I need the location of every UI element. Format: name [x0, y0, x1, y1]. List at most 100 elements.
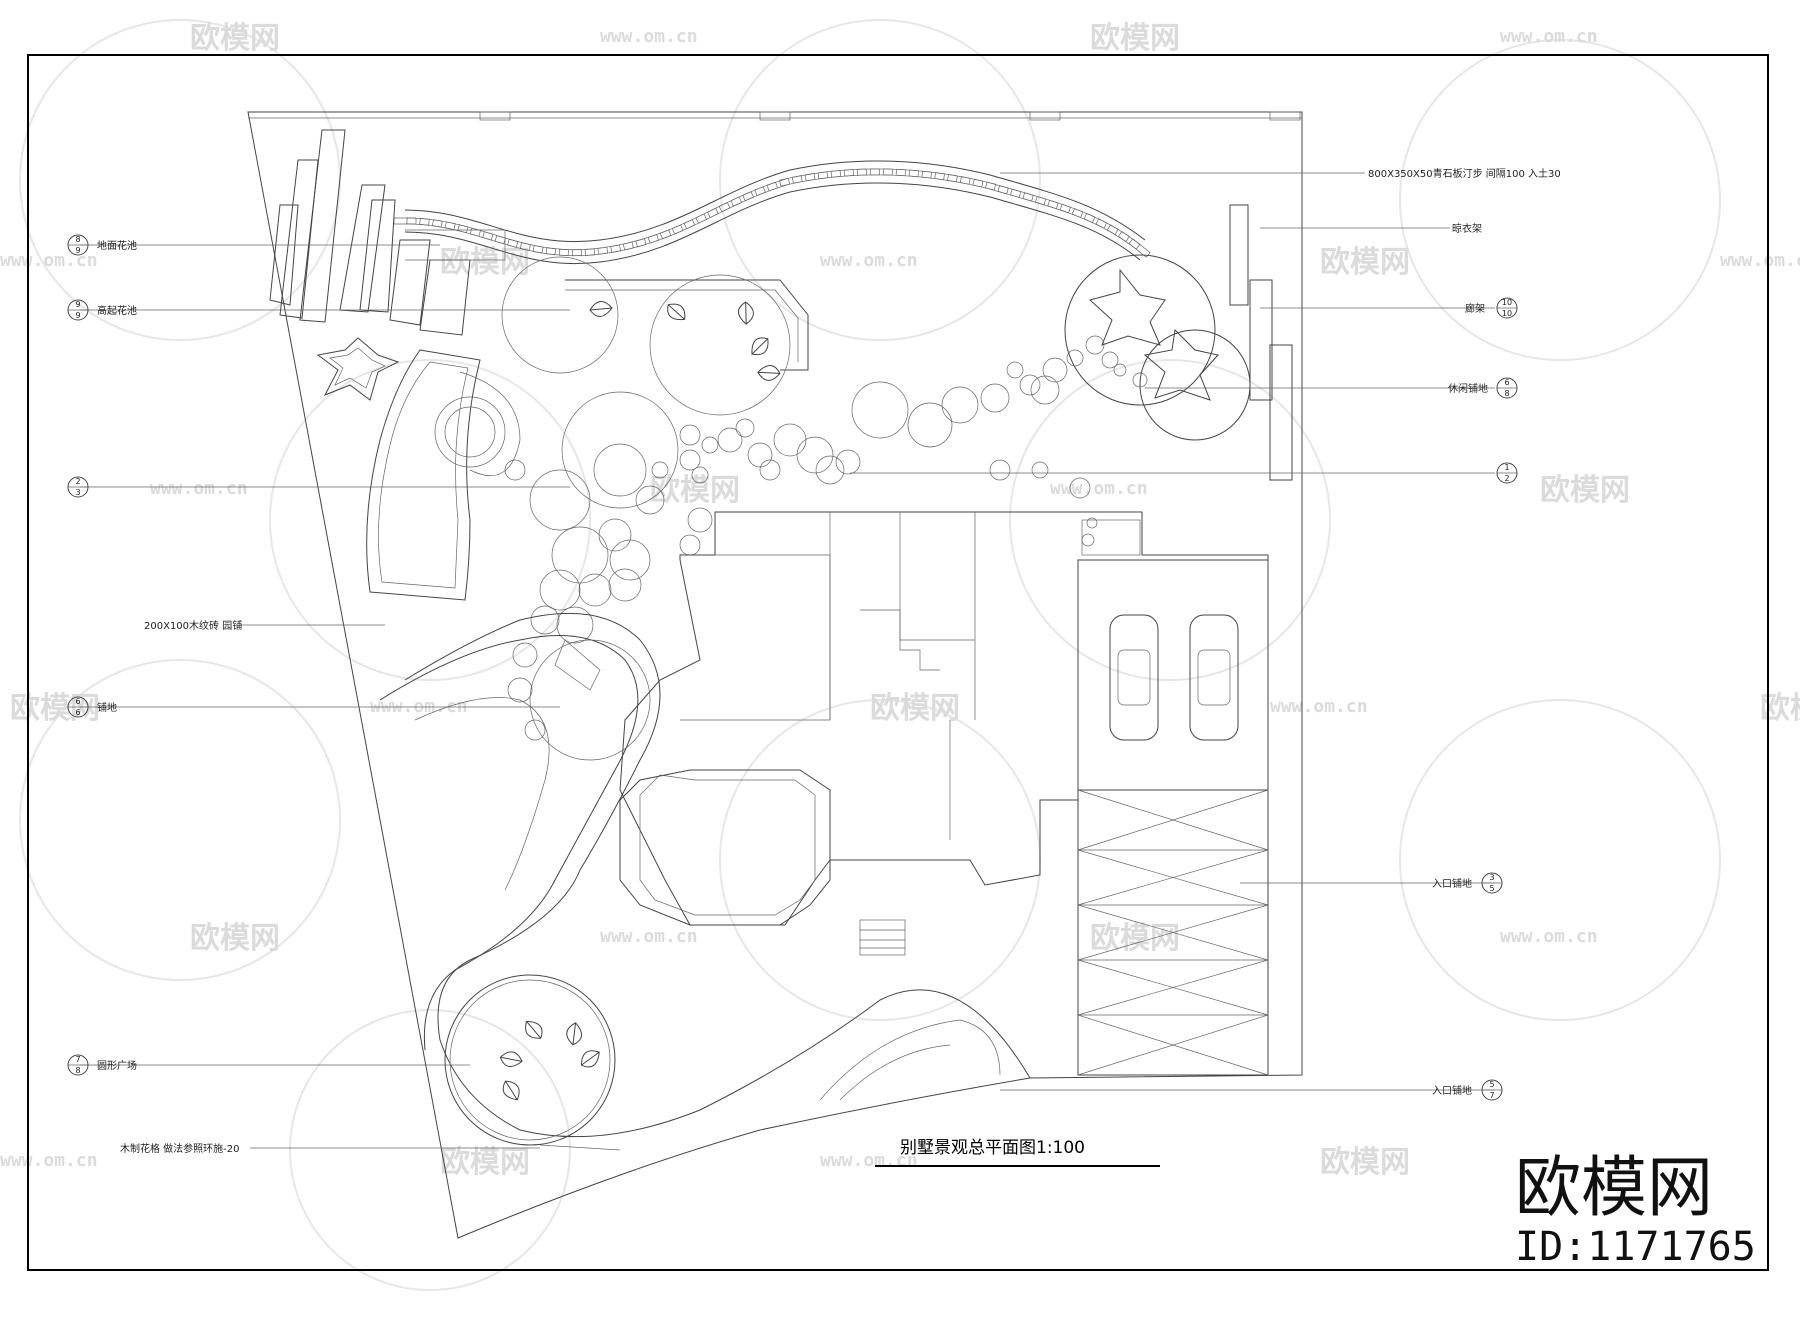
stepping-stone [494, 235, 519, 248]
stepping-stone [671, 219, 696, 235]
stepping-stone [545, 247, 569, 257]
plant-leaf-icon [525, 1020, 543, 1039]
stepping-stone [985, 181, 1009, 195]
callout-label: 地面花池 [97, 239, 137, 252]
callout-tag-bottom: 9 [75, 246, 80, 255]
stepping-circle [578, 573, 612, 607]
callout-tag-bottom: 10 [1502, 309, 1512, 318]
stepping-stone [843, 168, 867, 177]
plant-leaf-icon [751, 337, 769, 356]
watermark-url: www.om.cn [820, 250, 918, 271]
watermark-url: www.om.cn [370, 696, 468, 717]
callouts: 8 9 地面花池 9 9 高起花池 2 3 200X100木纹砖 园铺 6 6 … [67, 167, 1561, 1155]
stepping-stone [584, 246, 608, 256]
callout-label: 休闲铺地 [1448, 382, 1488, 395]
callout-tag-top: 2 [75, 477, 80, 486]
watermark-url: www.om.cn [1720, 250, 1800, 271]
plant-leaf-icon [667, 303, 686, 321]
entry-paving [1077, 789, 1269, 1076]
garage [1077, 559, 1269, 791]
watermark: 欧模网 [1090, 921, 1180, 956]
callout-label: 铺地 [97, 701, 117, 714]
stepping-stone [635, 234, 659, 248]
stepping-stone [419, 217, 443, 228]
stepping-stone [393, 217, 417, 225]
stepping-circle [504, 459, 526, 481]
callout-tag-bottom: 8 [75, 1066, 80, 1075]
stepping-stone [707, 202, 731, 219]
stepping-stone [895, 168, 919, 178]
stepping-stone [947, 174, 971, 185]
stepping-stone [1047, 199, 1071, 214]
callout-tag-bottom: 8 [1504, 389, 1509, 398]
watermark: 欧模网 [870, 691, 960, 726]
stepping-stone [908, 169, 932, 179]
plant-leaf-icon [737, 301, 754, 325]
stepping-circle [717, 427, 743, 453]
stepping-circle [539, 569, 581, 611]
watermark-url: www.om.cn [1050, 478, 1148, 499]
stepping-circle [1030, 375, 1060, 405]
watermark: 欧模网 [1320, 245, 1410, 280]
callout-tag-top: 6 [75, 697, 80, 706]
stepping-stone [1059, 203, 1084, 218]
stepping-circle [1132, 372, 1148, 388]
car-icon [1189, 614, 1239, 741]
stepping-stone [718, 196, 743, 213]
pergola-right [1064, 204, 1293, 481]
stepping-stone [610, 241, 634, 253]
callout-tag-top: 1 [1504, 463, 1509, 472]
stepping-stone [695, 207, 719, 224]
stepping-circle [691, 466, 709, 484]
stepping-circle [989, 459, 1011, 481]
watermark-url: www.om.cn [150, 478, 248, 499]
stepping-circle [1006, 361, 1024, 379]
callout-label: 800X350X50青石板汀步 间隔100 入土30 [1368, 167, 1561, 180]
garden-path [379, 612, 1031, 1151]
watermark: 欧模网 [1540, 473, 1630, 508]
stepping-stone [519, 242, 544, 254]
stepping-circle [907, 402, 953, 448]
stepping-stone [1083, 212, 1108, 229]
watermark: 欧模网 [10, 691, 100, 726]
raised-planters [269, 129, 506, 336]
stepping-stone [622, 238, 647, 251]
watermark-url: www.om.cn [1500, 26, 1598, 47]
wood-deck [366, 349, 521, 601]
callout-label: 廊架 [1465, 302, 1485, 315]
callout-tag-top: 6 [1504, 378, 1509, 387]
stepping-circle [679, 534, 701, 556]
site-boundary [247, 111, 1303, 1239]
stepping-circle [1019, 374, 1041, 396]
stepping-stone [791, 173, 816, 184]
stepping-circle [556, 606, 594, 644]
stepping-stone [959, 176, 984, 188]
callout-label: 入口铺地 [1432, 877, 1472, 890]
stepping-circle [701, 436, 719, 454]
stepping-stone [597, 244, 621, 255]
watermark-layer: 欧模网 欧模网 www.om.cn www.om.cn 欧模网 欧模网 www.… [0, 19, 1800, 1291]
stepping-circle [608, 568, 642, 602]
stepping-stone [1095, 218, 1119, 235]
callout-tag-top: 10 [1502, 298, 1512, 307]
stepping-circle [1101, 351, 1119, 369]
watermark: 欧模网 [1760, 691, 1800, 726]
stepping-stone [469, 227, 494, 241]
sheet-border [27, 54, 1769, 1271]
stepping-circle [635, 485, 665, 515]
watermark: 欧模网 [440, 1145, 530, 1180]
stepping-stone [1071, 208, 1096, 223]
stepping-circle [815, 455, 845, 485]
brand-id: ID:1171765 [1515, 1224, 1756, 1270]
stepping-stone [659, 224, 684, 240]
stepping-circle [747, 442, 773, 468]
stepping-stone [1117, 231, 1141, 250]
watermark: 欧模网 [1090, 21, 1180, 56]
stepping-stone [869, 168, 893, 176]
stepping-stone [779, 175, 803, 187]
callout-tag-top: 9 [75, 300, 80, 309]
stepping-circle [835, 449, 861, 475]
drawing-title: 别墅景观总平面图1:100 [900, 1138, 1085, 1158]
stepping-circle [735, 418, 755, 438]
watermark: 欧模网 [190, 921, 280, 956]
